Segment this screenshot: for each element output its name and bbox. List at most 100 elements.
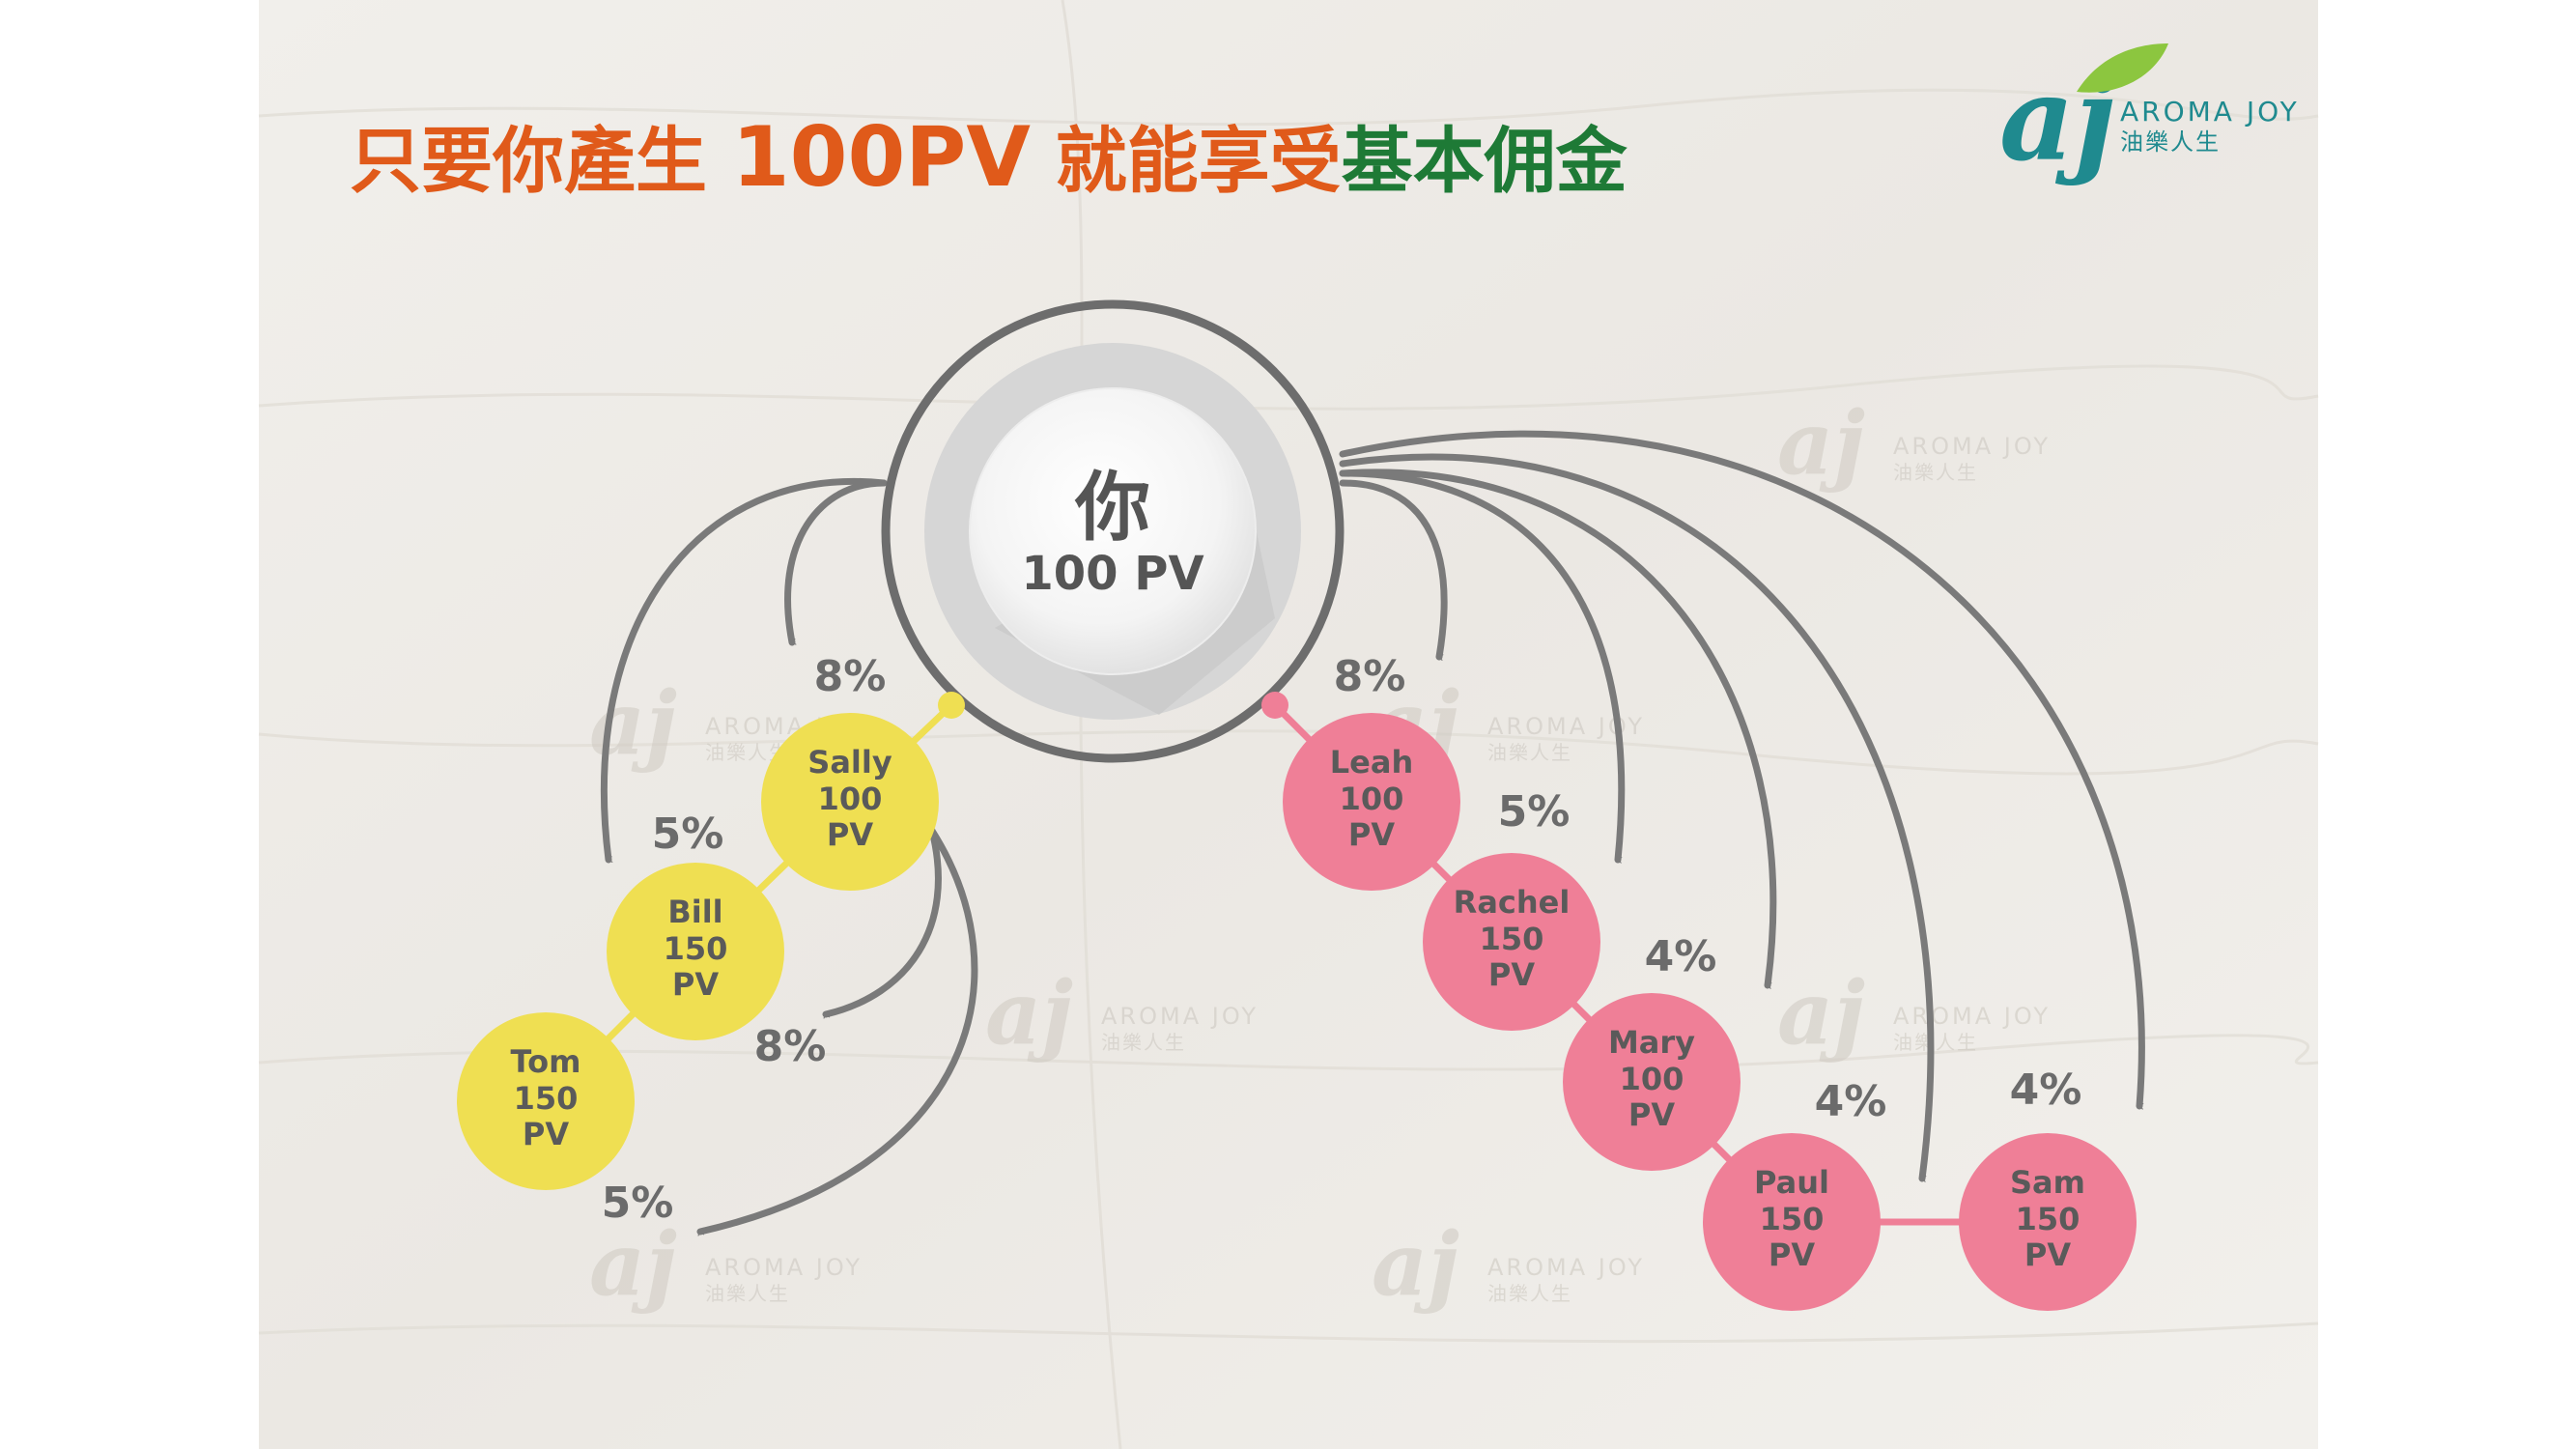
pct-sally-to-bill: 8% bbox=[754, 1022, 827, 1071]
title-part2: 100PV bbox=[732, 109, 1032, 206]
arrow-you-to-mary bbox=[1339, 469, 1777, 989]
node-circle bbox=[1959, 1133, 2137, 1311]
node-name: Sally bbox=[807, 744, 892, 781]
arrow-you-to-bill bbox=[600, 478, 888, 864]
node-pv: 150 bbox=[1480, 921, 1544, 957]
arrow-you-to-rachel bbox=[1339, 469, 1626, 864]
arrow-layer bbox=[600, 430, 2145, 1236]
node-unit: PV bbox=[1628, 1096, 1675, 1133]
watermark-line2: 油樂人生 bbox=[1487, 1282, 1572, 1305]
node-layer: Sally100PVBill150PVTom150PVLeah100PVRach… bbox=[457, 713, 2137, 1311]
center-ring bbox=[881, 299, 1345, 763]
center-pv: 100 PV bbox=[1021, 547, 1203, 601]
watermark-mark: aj bbox=[589, 1213, 677, 1316]
watermark-line1: AROMA JOY bbox=[1893, 1003, 2051, 1030]
node-name: Rachel bbox=[1454, 884, 1571, 921]
node-pv: 100 bbox=[1620, 1061, 1684, 1097]
title-part1: 只要你產生 bbox=[350, 120, 732, 203]
node-name: Paul bbox=[1754, 1164, 1829, 1201]
watermark-line1: AROMA JOY bbox=[1487, 1254, 1645, 1281]
node-name: Bill bbox=[667, 894, 722, 930]
node-unit: PV bbox=[672, 966, 719, 1003]
node-pv: 100 bbox=[1340, 781, 1404, 817]
pct-you-to-rachel: 5% bbox=[1498, 787, 1571, 837]
logo-line2: 油樂人生 bbox=[2120, 128, 2221, 156]
title-part4: 基本佣金 bbox=[1342, 120, 1628, 203]
node-name: Tom bbox=[511, 1043, 581, 1080]
arrow-you-to-paul bbox=[1339, 453, 1935, 1182]
node-circle bbox=[607, 863, 784, 1040]
node-unit: PV bbox=[1488, 956, 1535, 993]
node-pv: 150 bbox=[1760, 1201, 1825, 1237]
watermark-line2: 油樂人生 bbox=[1487, 741, 1572, 764]
pct-you-to-sally: 8% bbox=[814, 652, 887, 701]
node-circle bbox=[1703, 1133, 1881, 1311]
watermark-line2: 油樂人生 bbox=[1893, 461, 1978, 484]
node-unit: PV bbox=[1348, 816, 1395, 853]
node-pv: 150 bbox=[664, 930, 728, 967]
watermark-line2: 油樂人生 bbox=[705, 1282, 790, 1305]
watermark-mark: aj bbox=[1777, 962, 1865, 1065]
leaf-icon bbox=[2077, 43, 2168, 93]
brand-logo: aj AROMA JOY 油樂人生 bbox=[1999, 43, 2300, 187]
watermark-mark: aj bbox=[1372, 1213, 1459, 1316]
left-connector-dot bbox=[938, 692, 965, 719]
title-part3: 就能享受 bbox=[1031, 120, 1342, 203]
watermark-line1: AROMA JOY bbox=[1893, 433, 2051, 460]
pct-you-to-paul: 4% bbox=[1815, 1077, 1887, 1126]
arrow-sally-to-bill bbox=[822, 827, 942, 1019]
node-circle bbox=[1283, 713, 1460, 891]
arrow-you-to-sally bbox=[784, 479, 888, 646]
watermark-mark: aj bbox=[1777, 392, 1865, 495]
node-unit: PV bbox=[827, 816, 873, 853]
arrow-you-to-sam bbox=[1339, 430, 2145, 1110]
watermark-line2: 油樂人生 bbox=[1893, 1031, 1978, 1054]
arrow-you-to-leah bbox=[1339, 479, 1448, 661]
arrow-sally-to-tom bbox=[696, 827, 978, 1236]
watermark-mark: aj bbox=[985, 962, 1073, 1065]
watermark-line1: AROMA JOY bbox=[705, 1254, 863, 1281]
node-name: Sam bbox=[2010, 1164, 2085, 1201]
page-title: 只要你產生 100PV 就能享受基本佣金 bbox=[350, 109, 1628, 206]
pct-you-to-bill: 5% bbox=[652, 810, 724, 859]
node-circle bbox=[1563, 993, 1741, 1171]
center-node: 你 100 PV bbox=[881, 299, 1345, 763]
center-disc bbox=[969, 387, 1257, 675]
node-circle bbox=[1423, 853, 1600, 1031]
node-pv: 150 bbox=[2016, 1201, 2081, 1237]
node-unit: PV bbox=[2024, 1236, 2071, 1273]
node-circle bbox=[761, 713, 939, 891]
node-pv: 100 bbox=[818, 781, 883, 817]
logo-line1: AROMA JOY bbox=[2120, 96, 2300, 128]
right-connector-dot bbox=[1261, 692, 1288, 719]
pct-sally-to-tom: 5% bbox=[602, 1179, 674, 1228]
node-name: Leah bbox=[1330, 744, 1413, 781]
node-unit: PV bbox=[523, 1116, 569, 1152]
node-pv: 150 bbox=[514, 1080, 579, 1117]
percentage-layer: 8% 5% 8% 5% 8% 5% 4% 4% 4% bbox=[602, 652, 2082, 1228]
watermark-line1: AROMA JOY bbox=[1101, 1003, 1259, 1030]
node-name: Mary bbox=[1608, 1024, 1695, 1061]
pct-you-to-sam: 4% bbox=[2010, 1065, 2082, 1115]
node-circle bbox=[457, 1012, 635, 1190]
node-unit: PV bbox=[1769, 1236, 1815, 1273]
watermark-line2: 油樂人生 bbox=[1101, 1031, 1186, 1054]
pct-you-to-mary: 4% bbox=[1645, 932, 1717, 981]
pct-you-to-leah: 8% bbox=[1334, 652, 1406, 701]
center-name: 你 bbox=[1074, 465, 1150, 552]
